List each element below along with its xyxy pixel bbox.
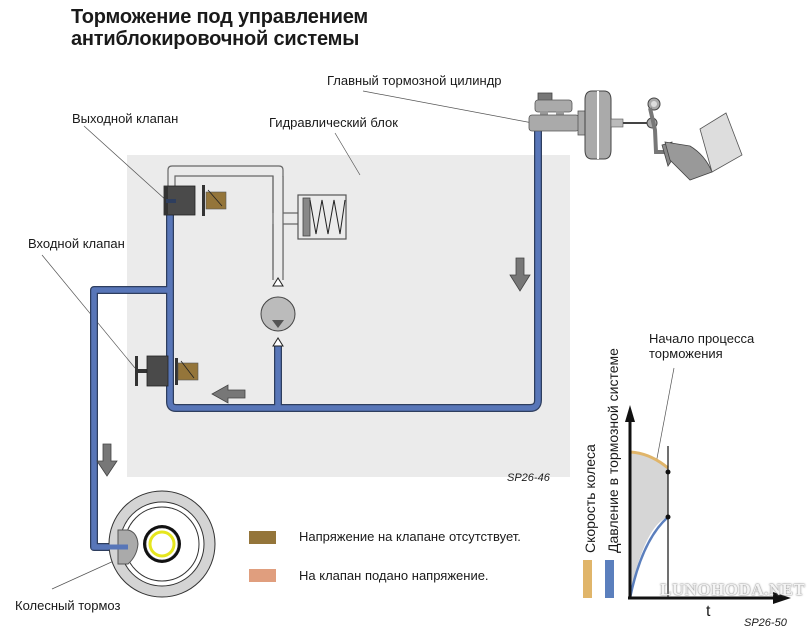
hydraulic-unit-block bbox=[127, 155, 570, 477]
arrow-down-icon bbox=[509, 257, 531, 292]
graph-annotation-brake-start: Начало процесса торможения bbox=[649, 331, 754, 361]
legend-swatch-no-voltage bbox=[249, 531, 276, 544]
label-outlet-valve: Выходной клапан bbox=[72, 111, 179, 126]
legend-label-no-voltage: Напряжение на клапане отсутствует. bbox=[299, 529, 521, 544]
leader-hydraulic-unit bbox=[334, 132, 361, 176]
label-hydraulic-unit: Гидравлический блок bbox=[269, 115, 398, 130]
arrow-left-icon bbox=[211, 384, 246, 404]
outlet-valve bbox=[163, 185, 227, 216]
outlet-valve-coil bbox=[205, 191, 227, 210]
wheel-brake-assembly bbox=[108, 490, 216, 598]
legend-swatch-voltage-applied bbox=[249, 569, 276, 582]
wheel-speed-curve bbox=[629, 450, 669, 470]
figure-code-left: SP26-46 bbox=[507, 472, 550, 484]
diagram-title: Торможение под управлением антиблокирово… bbox=[71, 6, 368, 50]
figure-code-right: SP26-50 bbox=[744, 617, 787, 629]
graph-shaded-area bbox=[630, 452, 668, 595]
label-inlet-valve: Входной клапан bbox=[28, 236, 125, 251]
y-label-pressure: Давление в тормозной системе bbox=[605, 348, 621, 553]
arrow-down-icon bbox=[96, 443, 118, 477]
watermark: LUNOHODA.NET bbox=[660, 580, 806, 599]
x-label-time: t bbox=[706, 603, 711, 620]
master-cylinder-assembly bbox=[528, 90, 743, 181]
pressure-legend-bar bbox=[605, 560, 614, 598]
title-line-1: Торможение под управлением bbox=[71, 6, 368, 28]
driver-foot bbox=[664, 141, 713, 181]
title-line-2: антиблокировочной системы bbox=[71, 28, 360, 50]
inlet-valve-coil bbox=[177, 362, 199, 381]
y-label-wheel-speed: Скорость колеса bbox=[582, 444, 598, 553]
wheel-speed-legend-bar bbox=[583, 560, 592, 598]
return-pump bbox=[260, 277, 296, 347]
braking-graph bbox=[583, 405, 791, 604]
annotation-line-1: Начало процесса bbox=[649, 331, 755, 346]
pressure-curve bbox=[628, 516, 669, 599]
leader-outlet-valve bbox=[83, 125, 168, 202]
label-master-cylinder: Главный тормозной цилиндр bbox=[327, 73, 502, 88]
leader-inlet-valve bbox=[41, 254, 136, 369]
label-wheel-brake: Колесный тормоз bbox=[15, 598, 121, 613]
annotation-line-2: торможения bbox=[649, 346, 723, 361]
legend-label-voltage-applied: На клапан подано напряжение. bbox=[299, 568, 489, 583]
flow-arrows bbox=[96, 257, 531, 477]
inlet-valve bbox=[135, 355, 199, 387]
leader-master-cylinder bbox=[362, 90, 539, 125]
accumulator bbox=[297, 194, 347, 240]
